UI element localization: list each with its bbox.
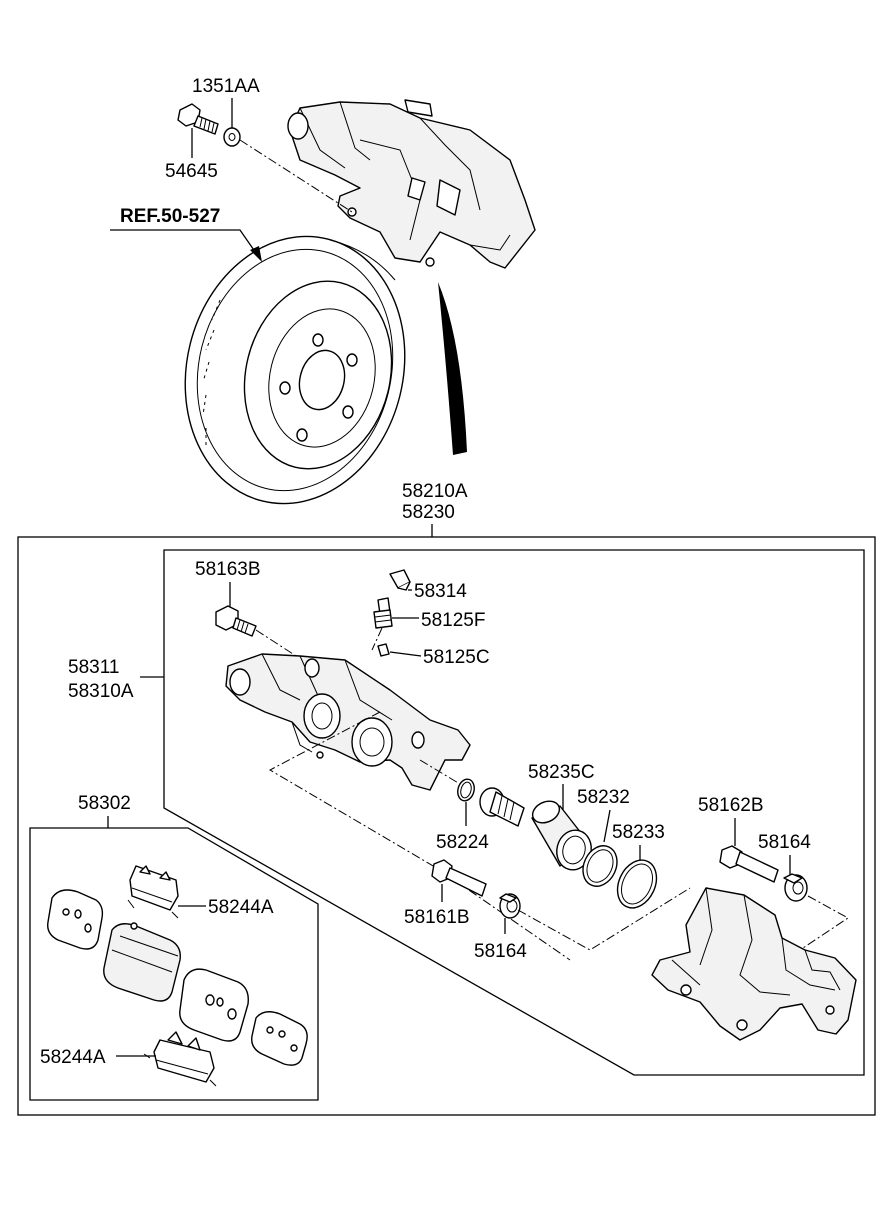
bolt-54645 [177, 103, 219, 135]
caliper-assembly-top [287, 99, 536, 269]
leader-top-to-bracket [799, 895, 849, 951]
brake-disc [184, 235, 406, 505]
label-58162B: 58162B [698, 795, 764, 816]
label-58210A: 58210A [402, 481, 468, 502]
label-58310A: 58310A [68, 681, 134, 702]
seal-ring-58224 [457, 778, 475, 802]
label-58125C: 58125C [423, 647, 490, 668]
brake-pad-left [103, 922, 181, 1002]
guide-pin [479, 787, 525, 827]
leader-58125C [389, 651, 422, 657]
bushing-58164-top [783, 873, 808, 902]
caliper-housing [225, 653, 471, 791]
label-58235C: 58235C [528, 762, 595, 783]
piston-58235C [531, 800, 592, 871]
guide-pin-58161B [431, 859, 487, 897]
pad-shim-left [47, 889, 104, 950]
label-58163B: 58163B [195, 559, 261, 580]
label-58232: 58232 [577, 787, 630, 808]
label-ref-50-527: REF.50-527 [120, 206, 220, 227]
dust-boot-58233 [616, 859, 658, 909]
label-58314: 58314 [414, 581, 467, 602]
leader-caliper-center [268, 711, 571, 961]
label-58164-top: 58164 [758, 832, 811, 853]
caliper-bracket [651, 887, 857, 1041]
leader-caliper-bolt [419, 759, 471, 791]
label-58311: 58311 [68, 657, 119, 678]
leader-58125F-dash [371, 627, 383, 651]
piston-seal-58232 [582, 845, 618, 887]
label-58224: 58224 [436, 832, 489, 853]
label-1351AA: 1351AA [192, 76, 260, 97]
bleeder-cap-58125C [377, 643, 390, 657]
leader-58232 [603, 809, 611, 843]
bolt-58163B [215, 605, 257, 637]
caliper-kit-box [163, 549, 865, 1076]
leader-ref [110, 229, 259, 257]
label-58302: 58302 [78, 793, 131, 814]
outer-assembly-box [17, 536, 876, 1116]
dust-cap-58314 [389, 569, 411, 591]
brake-pad-right [179, 968, 249, 1042]
label-58244A-bottom: 58244A [40, 1047, 106, 1068]
label-58161B: 58161B [404, 907, 470, 928]
pointer-arrow [438, 282, 467, 455]
label-58244A-top: 58244A [208, 897, 274, 918]
pad-clip-top [127, 865, 179, 919]
pad-shim-right [251, 1011, 308, 1066]
bushing-58164-bottom [499, 893, 521, 919]
label-54645: 54645 [165, 161, 218, 182]
leader-bolt-to-caliper [239, 139, 353, 213]
leader-bottom-to-bracket [517, 887, 691, 951]
bleeder-screw-58125F [373, 597, 393, 629]
pad-kit-box [29, 827, 319, 1101]
label-58233: 58233 [612, 822, 665, 843]
label-58125F: 58125F [421, 610, 485, 631]
guide-pin-58162B [719, 845, 779, 883]
arrow-ref [250, 246, 262, 262]
pad-clip-bottom [143, 1031, 217, 1087]
washer-1351AA [223, 127, 241, 147]
label-58230: 58230 [402, 502, 455, 523]
label-58164-bottom: 58164 [474, 941, 527, 962]
